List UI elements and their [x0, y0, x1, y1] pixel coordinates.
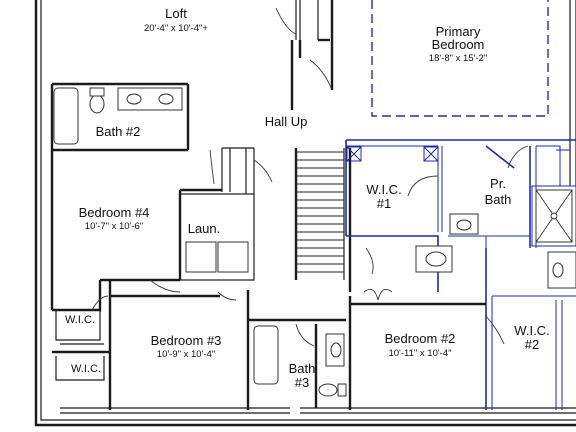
- washer-icon: [185, 241, 217, 273]
- dryer-icon: [217, 241, 249, 273]
- bath3-label-1: Bath: [289, 361, 316, 376]
- sink-icon: [330, 342, 342, 358]
- bedroom3-walls: [108, 280, 347, 410]
- primary-bedroom-label-1: Primary: [436, 24, 481, 39]
- bedroom4-label: Bedroom #4: [79, 205, 150, 220]
- primary-bath-label-2: Bath: [485, 192, 512, 207]
- bathtub-icon: [253, 325, 279, 385]
- sink-icon: [552, 262, 564, 278]
- primary-bedroom-dims: 18'-8" x 15'-2": [429, 53, 487, 64]
- bedroom4-dims: 10'-7" x 10'-6": [85, 221, 143, 232]
- bedroom2-walls: [348, 288, 505, 410]
- bedroom2-label: Bedroom #2: [385, 331, 456, 346]
- room-labels: Loft 20'-4" x 10'-4"+ Primary Bedroom 18…: [65, 6, 550, 390]
- closet-walls: [52, 280, 110, 381]
- laundry-room: [179, 147, 273, 281]
- toilet-icon: [318, 383, 338, 397]
- toilet-icon: [89, 94, 105, 114]
- stairs: [294, 148, 352, 292]
- wic-label-a: W.I.C.: [65, 314, 95, 326]
- bath2-fixtures: [52, 84, 215, 185]
- wic2-label-2: #2: [525, 337, 539, 352]
- loft-dims: 20'-4" x 10'-4"+: [144, 23, 208, 34]
- sink-icon: [158, 93, 174, 105]
- loft-walls: [50, 0, 334, 150]
- bath3-label-2: #3: [295, 375, 309, 390]
- bath2-label: Bath #2: [96, 124, 141, 139]
- sink-icon: [456, 219, 472, 231]
- bathtub-icon: [53, 87, 79, 145]
- sink-icon: [126, 93, 142, 105]
- primary-suite-walls: [345, 139, 576, 410]
- bedroom3-dims: 10'-9" x 10'-4": [157, 349, 215, 360]
- primary-bedroom-walls: [371, 0, 576, 186]
- primary-bath-label-1: Pr.: [490, 176, 506, 191]
- wic-label-b: W.I.C.: [71, 363, 101, 375]
- wic1-label-1: W.I.C.: [366, 182, 401, 197]
- bedroom2-dims: 10'-11" x 10'-4": [388, 348, 451, 359]
- exterior-walls: [34, 0, 576, 427]
- wic2-label-1: W.I.C.: [514, 323, 549, 338]
- bedroom3-label: Bedroom #3: [151, 333, 222, 348]
- hall-label: Hall Up: [265, 114, 308, 129]
- wic1-label-2: #1: [377, 196, 391, 211]
- primary-bedroom-label-2: Bedroom: [432, 37, 485, 52]
- loft-label: Loft: [165, 6, 187, 21]
- laundry-label: Laun.: [188, 221, 221, 236]
